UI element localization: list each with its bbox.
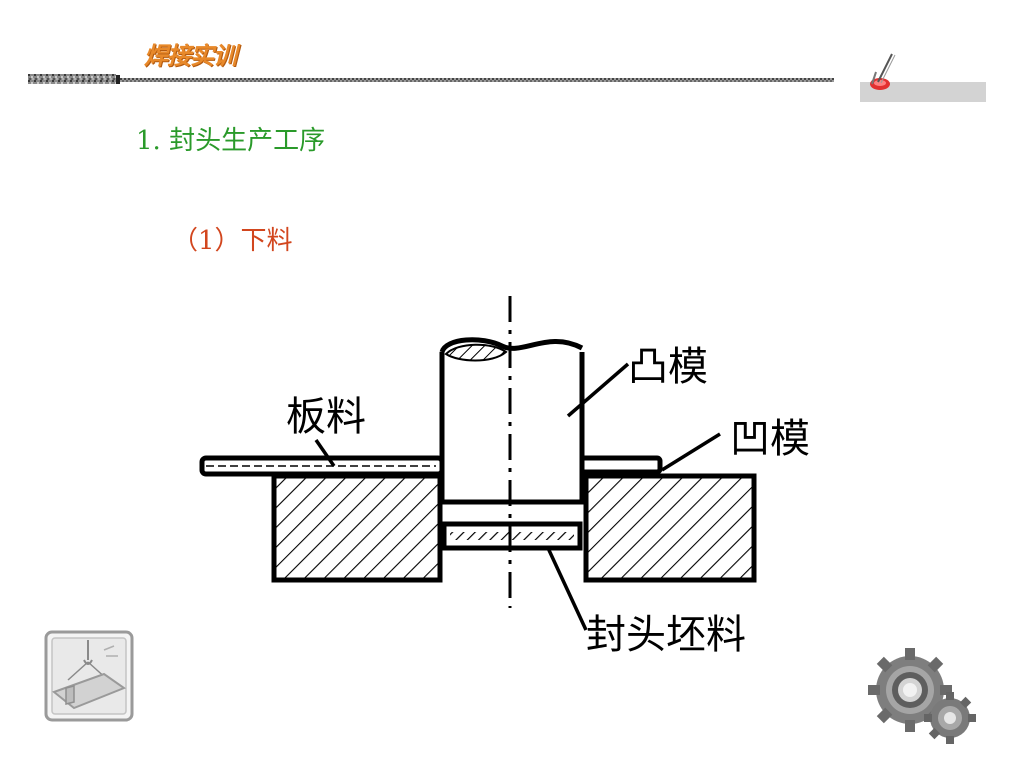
header-rule (28, 74, 834, 84)
step-heading: （1）下料 (172, 226, 293, 256)
head-blank (441, 521, 583, 551)
blanking-die-diagram: 板料 凸模 凹模 封头坯料 (199, 296, 810, 658)
section-heading: 1. 封头生产工序 (136, 126, 326, 156)
crane-beam-icon (44, 630, 134, 722)
gears-icon (868, 648, 976, 744)
label-punch: 凸模 (628, 344, 708, 390)
welding-torch-icon (860, 53, 986, 102)
label-die: 凹模 (730, 416, 810, 462)
sheet-material (199, 455, 663, 477)
label-blank: 封头坯料 (586, 612, 746, 658)
label-sheet: 板料 (286, 394, 366, 440)
die-left-block (271, 473, 443, 583)
header-title: 焊接实训 (144, 42, 237, 70)
die-right-block (583, 473, 757, 583)
punch (439, 337, 585, 505)
